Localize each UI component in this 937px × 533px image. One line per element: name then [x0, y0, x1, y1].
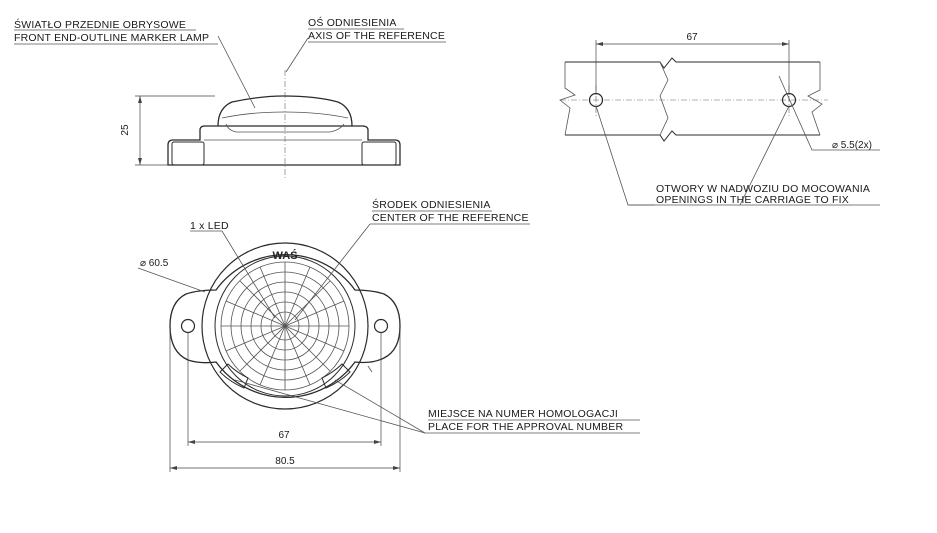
lens-diameter-dimension: ⌀ 60.5	[140, 258, 169, 269]
center-label-en: CENTER OF THE REFERENCE	[372, 212, 529, 224]
front-hole-right	[373, 318, 389, 334]
front-view: WAŚ 67 80.5	[137, 223, 640, 472]
hole-diameter-dimension: ⌀ 5.5(2x)	[832, 140, 872, 151]
axis-label-pl: OŚ ODNIESIENIA	[308, 16, 397, 29]
center-label-pl: ŚRODEK ODNIESIENIA	[372, 198, 491, 211]
hole-spacing-front-dimension: 67	[278, 430, 290, 441]
brand-marking: WAŚ	[272, 249, 297, 262]
lamp-label-pl: ŚWIATŁO PRZEDNIE OBRYSOWE	[14, 18, 186, 31]
lamp-leader	[217, 35, 256, 109]
carriage-openings-view: 67 ⌀ 5.5(2x)	[559, 32, 880, 206]
approval-label-en: PLACE FOR THE APPROVAL NUMBER	[428, 421, 623, 433]
lamp-label-en: FRONT END-OUTLINE MARKER LAMP	[14, 32, 209, 44]
openings-label-en: OPENINGS IN THE CARRIAGE TO FIX	[656, 194, 849, 206]
hole-spacing-top-dimension: 67	[686, 32, 698, 43]
front-hole-left	[180, 318, 196, 334]
side-view: 25	[120, 35, 401, 178]
height-dimension: 25	[120, 124, 131, 136]
axis-leader	[285, 37, 309, 73]
axis-label-en: AXIS OF THE REFERENCE	[308, 30, 445, 42]
openings-label-pl: OTWORY W NADWOZIU DO MOCOWANIA	[656, 183, 870, 195]
approval-label-pl: MIEJSCE NA NUMER HOMOLOGACJI	[428, 408, 618, 420]
led-label: 1 x LED	[190, 220, 229, 232]
overall-width-dimension: 80.5	[275, 456, 295, 467]
